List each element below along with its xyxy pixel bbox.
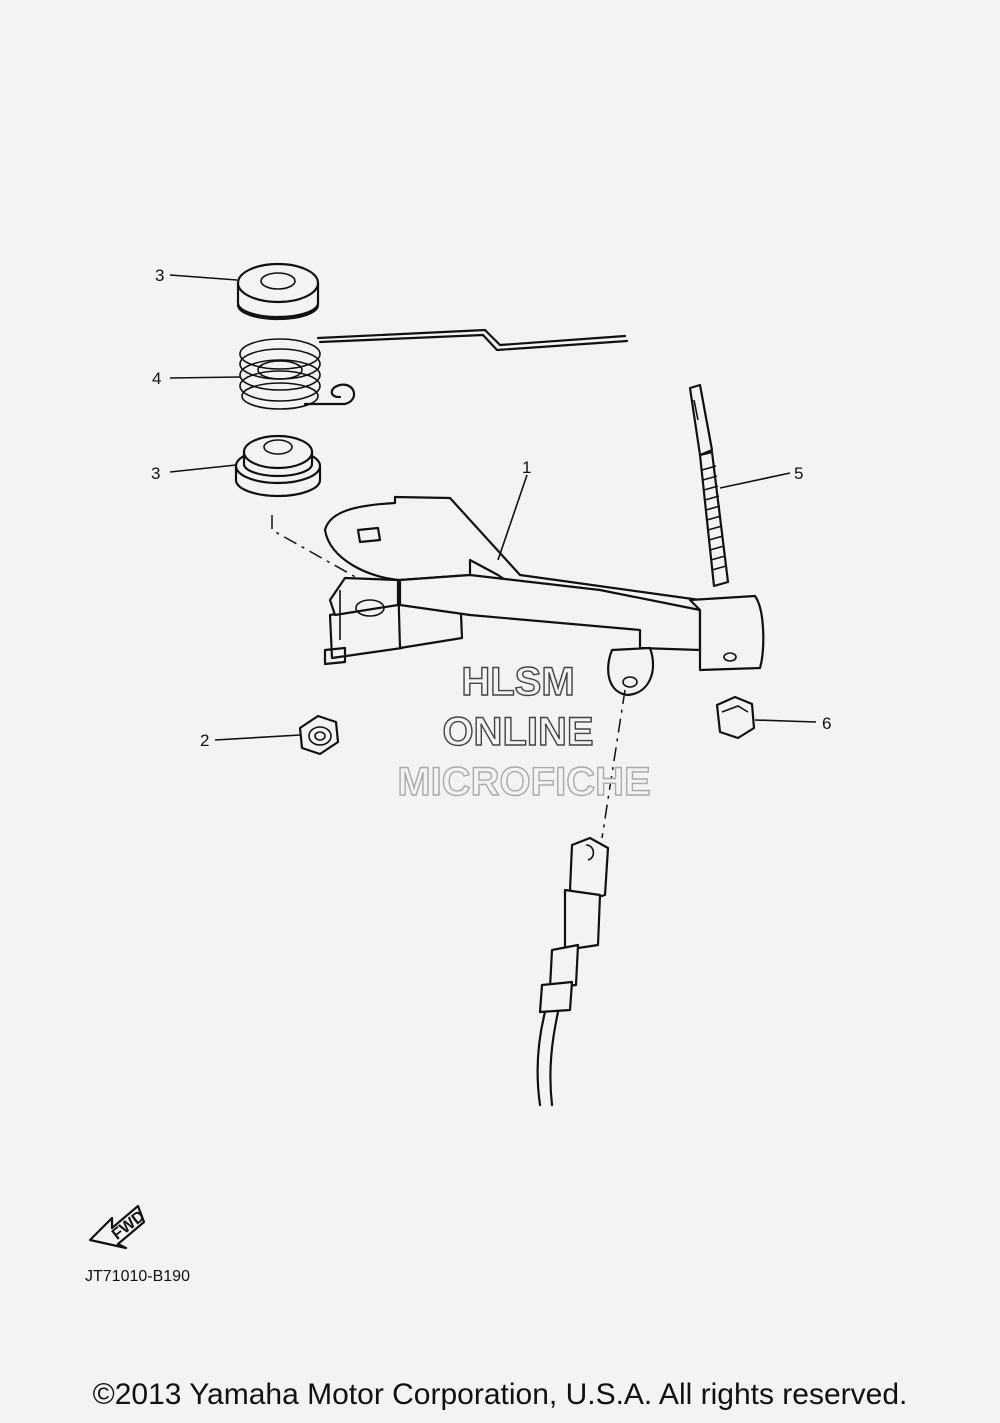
callout-2: 2	[200, 731, 209, 750]
part-5-adjusting-screw[interactable]	[688, 383, 730, 588]
watermark-line-2: ONLINE	[442, 710, 593, 754]
part-3-upper-grommet[interactable]	[236, 262, 320, 321]
callout-4: 4	[152, 369, 161, 388]
part-3-lower-grommet[interactable]	[234, 434, 322, 498]
callout-6: 6	[822, 714, 831, 733]
callout-1: 1	[522, 458, 531, 477]
watermark-line-1: HLSM	[461, 660, 574, 704]
drawing-code: JT71010-B190	[85, 1268, 190, 1285]
callout-3-upper: 3	[155, 266, 164, 285]
part-2-nut[interactable]	[298, 714, 340, 756]
part-6-cap-nut[interactable]	[715, 695, 756, 740]
copyright-notice: ©2013 Yamaha Motor Corporation, U.S.A. A…	[92, 1378, 908, 1411]
callout-3-lower: 3	[151, 464, 160, 483]
part-4-spring[interactable]	[239, 328, 629, 410]
watermark-line-3: MICROFICHE	[397, 760, 650, 804]
fwd-arrow-icon: FWD	[88, 1204, 148, 1250]
throttle-cable	[536, 689, 626, 1107]
callout-5: 5	[794, 464, 803, 483]
leader-lines	[169, 274, 817, 741]
part-1-lever-bracket[interactable]	[323, 495, 765, 697]
